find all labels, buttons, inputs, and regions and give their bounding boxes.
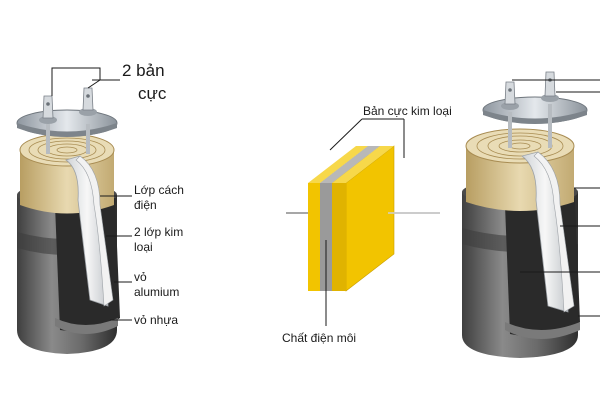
right-terminal-tab bbox=[504, 81, 516, 105]
label-terminals-line2: cực bbox=[138, 84, 167, 103]
dielectric-front bbox=[320, 183, 332, 291]
left-unrolled-sheet bbox=[75, 155, 114, 307]
back-plate-front bbox=[308, 183, 320, 291]
label-insulation-line1: Lớp cách bbox=[134, 183, 184, 197]
left-capacitor: 2 bản cực Lớp cách điện 2 lớp kim loại v… bbox=[16, 61, 184, 354]
label-dielectric: Chất điện môi bbox=[282, 331, 356, 345]
plate-diagram: Bản cực kim loại Chất điện môi bbox=[282, 104, 452, 345]
left-winding-ring bbox=[37, 140, 97, 160]
label-metal-line2: loại bbox=[134, 240, 153, 254]
left-pin bbox=[86, 124, 90, 154]
left-terminal-tab bbox=[82, 87, 94, 111]
back-plate-top bbox=[308, 146, 368, 183]
label-aluminum-line1: vỏ bbox=[134, 270, 147, 284]
label-aluminum-line2: alumium bbox=[134, 285, 179, 299]
left-terminal-tab bbox=[42, 95, 54, 119]
dielectric-top bbox=[320, 146, 380, 183]
right-winding-ring bbox=[476, 132, 564, 160]
label-insulation-line2: điện bbox=[134, 198, 157, 212]
label-metal-plates: Bản cực kim loại bbox=[363, 104, 452, 118]
right-winding-top bbox=[465, 128, 575, 164]
right-capacitor bbox=[462, 71, 600, 358]
front-plate-front bbox=[332, 183, 346, 291]
label-plastic-shell: vỏ nhựa bbox=[134, 313, 178, 327]
left-lid-edge bbox=[17, 123, 117, 137]
right-terminal-tab bbox=[544, 71, 556, 97]
leader-plates-a bbox=[329, 118, 363, 151]
label-terminals-line1: 2 bản bbox=[122, 61, 165, 80]
left-winding-ring bbox=[56, 146, 78, 154]
right-pin bbox=[548, 104, 552, 148]
right-winding-ring bbox=[498, 139, 542, 153]
left-winding-ring bbox=[28, 137, 106, 163]
leader-terminals bbox=[51, 67, 120, 96]
label-metal-line1: 2 lớp kim bbox=[134, 225, 183, 239]
left-plastic-cover bbox=[55, 318, 118, 334]
front-plate-top bbox=[332, 146, 394, 183]
right-plastic-cover bbox=[505, 322, 580, 339]
left-pin bbox=[46, 124, 50, 154]
right-pin bbox=[508, 112, 512, 148]
